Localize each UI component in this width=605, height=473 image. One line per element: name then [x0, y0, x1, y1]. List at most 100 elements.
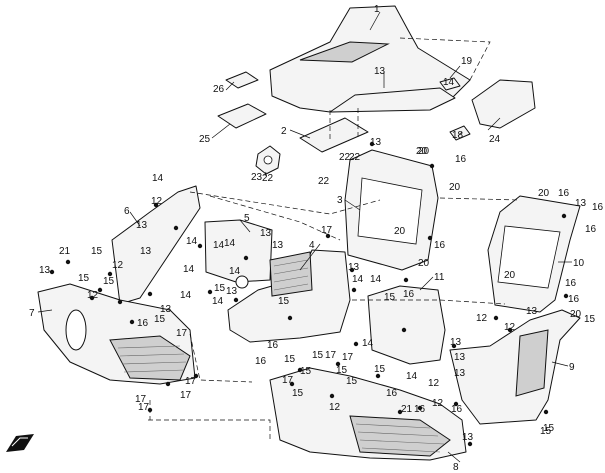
- callout-labels: 1 2 3 4 5 6 7 8 9 10 11 12 13 14 15 16 1…: [29, 4, 585, 473]
- callout-label: 13: [454, 352, 466, 363]
- callout-label: 22: [349, 152, 361, 163]
- callout-label: 13: [348, 262, 360, 273]
- callout-label: 17: [135, 394, 147, 405]
- part-9-right-side-panel: [449, 309, 581, 425]
- callout-label: 16: [558, 188, 570, 199]
- callout-label: 16: [585, 224, 597, 235]
- callout-label: 14: [224, 238, 236, 249]
- callout-label: 13: [526, 306, 538, 317]
- callout-label: 15: [584, 314, 596, 325]
- callout-label: 16: [403, 289, 415, 300]
- callout-label: 15: [278, 296, 290, 307]
- callout-label: 13: [160, 304, 172, 315]
- callout-label: 12: [476, 313, 488, 324]
- callout-label: 15: [540, 426, 552, 437]
- callout-label: 14: [370, 274, 382, 285]
- callout-label: 9: [569, 362, 575, 373]
- part-3-frame: [344, 149, 439, 271]
- callout-label: 2: [281, 126, 287, 137]
- callout-label: 20: [418, 146, 430, 157]
- part-4-center-console: [227, 249, 351, 343]
- callout-label: 20: [504, 270, 516, 281]
- part-1-seat-cover: [269, 5, 471, 113]
- callout-label: 16: [386, 388, 398, 399]
- callout-label: 15: [300, 366, 312, 377]
- part-25-26-pads: [217, 71, 267, 129]
- callout-label: 13: [575, 198, 587, 209]
- callout-label: 3: [337, 195, 343, 206]
- front-arrow-icon: [6, 434, 34, 452]
- callout-label: 12: [329, 402, 341, 413]
- part-24-cover: [471, 79, 536, 129]
- callout-label: 13: [272, 240, 284, 251]
- callout-label: 5: [244, 213, 250, 224]
- callout-label: 12: [87, 290, 99, 301]
- callout-label: 7: [29, 308, 35, 319]
- callout-label: 17: [342, 352, 354, 363]
- leader-lines: [37, 11, 572, 463]
- callout-label: 19: [461, 56, 473, 67]
- callout-label: 14: [183, 264, 195, 275]
- callout-label: 15: [284, 354, 296, 365]
- callout-label: 12: [504, 322, 516, 333]
- callout-label: 12: [151, 196, 163, 207]
- callout-label: 14: [443, 77, 455, 88]
- callout-label: 16: [255, 356, 267, 367]
- callout-label: 13: [140, 246, 152, 257]
- callout-label: 12: [432, 398, 444, 409]
- callout-label: 17: [185, 376, 197, 387]
- callout-label: 22: [339, 152, 351, 163]
- callout-label: 15: [292, 388, 304, 399]
- callout-label: 17: [282, 375, 294, 386]
- callout-label: 14: [213, 240, 225, 251]
- callout-label: 13: [226, 286, 238, 297]
- callout-label: 16: [592, 202, 604, 213]
- assembly-lines: [148, 37, 521, 440]
- callout-label: 15: [214, 283, 226, 294]
- callout-label: 15: [91, 246, 103, 257]
- callout-label: 20: [538, 188, 550, 199]
- callout-label: 1: [374, 4, 380, 15]
- callout-label: 20: [416, 146, 428, 157]
- callout-label: 16: [267, 340, 279, 351]
- callout-label: 13: [260, 228, 272, 239]
- callout-label: 14: [406, 371, 418, 382]
- callout-label: 13: [136, 220, 148, 231]
- callout-label: 17: [180, 390, 192, 401]
- callout-label: 13: [462, 432, 474, 443]
- callout-label: 13: [450, 337, 462, 348]
- callout-label: 14: [229, 266, 241, 277]
- part-10-frame: [487, 195, 581, 313]
- callout-label: 17: [176, 328, 188, 339]
- callout-label: 23: [251, 172, 263, 183]
- callout-label: 15: [336, 365, 348, 376]
- callout-label: 18: [452, 130, 464, 141]
- callout-label: 15: [78, 273, 90, 284]
- callout-label: 16: [451, 404, 463, 415]
- callout-label: 12: [112, 260, 124, 271]
- callout-label: 21: [401, 404, 413, 415]
- callout-label: 13: [454, 368, 466, 379]
- part-7-left-footwell: [37, 283, 196, 385]
- callout-label: 20: [570, 309, 582, 320]
- part-11-right-panel: [367, 285, 446, 365]
- callout-label: 20: [449, 182, 461, 193]
- callout-label: 14: [180, 290, 192, 301]
- callout-label: 25: [199, 134, 211, 145]
- callout-label: 14: [186, 236, 198, 247]
- callout-label: 16: [568, 294, 580, 305]
- callout-repeats: 22 22 22 13 13 14 20 16 20 20 16 20 20 1…: [78, 66, 604, 443]
- callout-label: 13: [39, 265, 51, 276]
- callout-label: 14: [212, 296, 224, 307]
- callout-label: 22: [318, 176, 330, 187]
- callout-label: 15: [103, 276, 115, 287]
- callout-label: 17: [325, 350, 337, 361]
- callout-label: 14: [362, 338, 374, 349]
- part-23-nut: [255, 145, 281, 175]
- callout-label: 11: [434, 272, 445, 283]
- part-2-bracket: [299, 117, 369, 153]
- callout-label: 16: [434, 240, 446, 251]
- callout-label: 15: [154, 314, 166, 325]
- callout-label: 15: [312, 350, 324, 361]
